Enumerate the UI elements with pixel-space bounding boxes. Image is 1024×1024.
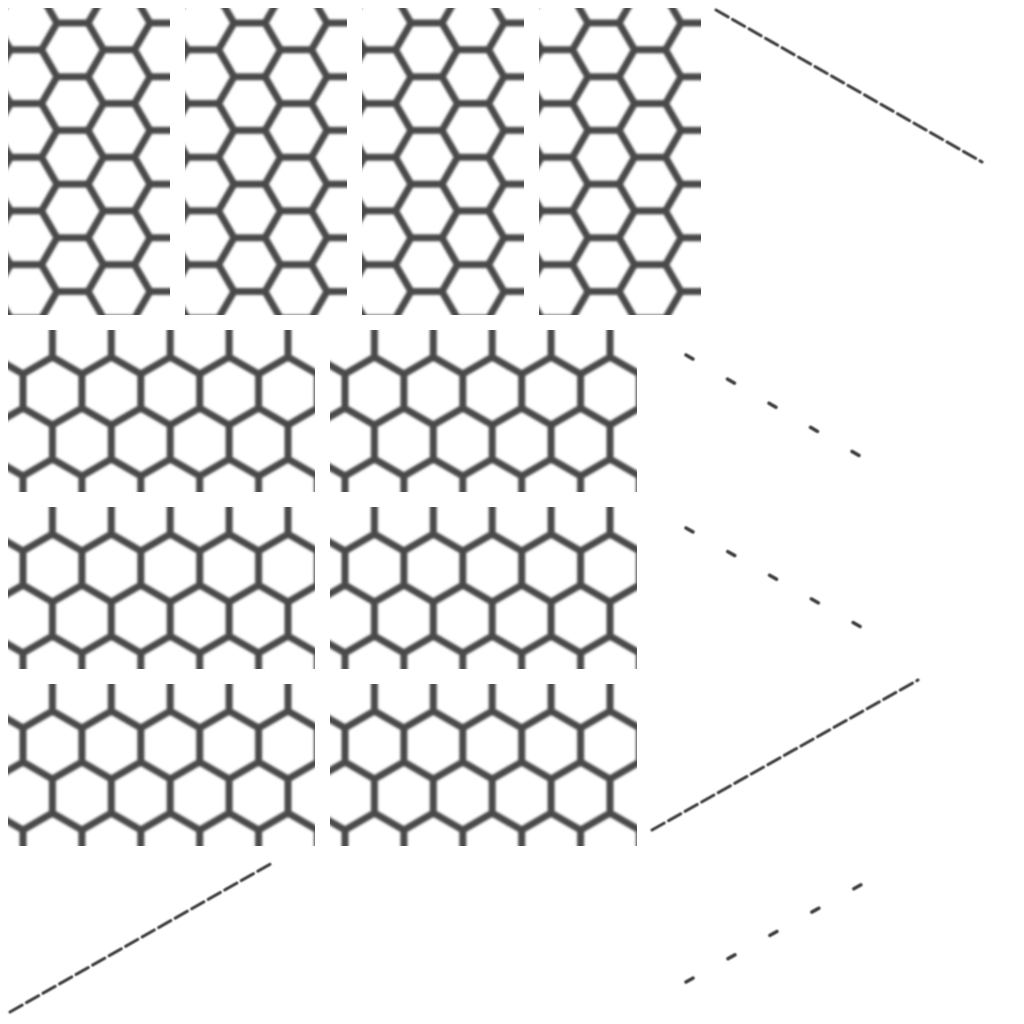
honeycomb-panel-row3-right — [330, 684, 637, 846]
perspective-line-row1 — [684, 353, 886, 472]
perspective-lines — [8, 8, 984, 1014]
perspective-line-top — [714, 8, 984, 164]
panel-group — [8, 8, 701, 846]
honeycomb-panel-row1-left — [8, 330, 315, 492]
honeycomb-panel-row3-left — [8, 684, 315, 846]
honeycomb-panel-top-1 — [8, 8, 170, 315]
perspective-line-row3 — [650, 678, 920, 832]
honeycomb-panel-top-4 — [539, 8, 701, 315]
honeycomb-panel-row2-left — [8, 507, 315, 669]
edge-on-tiles — [934, 185, 991, 990]
honeycomb-panel-top-2 — [185, 8, 347, 315]
perspective-line-bottom-left — [8, 860, 276, 1014]
honeycomb-panel-row2-right — [330, 507, 637, 669]
honeycomb-panel-row1-right — [330, 330, 637, 492]
perspective-line-bottom-right — [684, 870, 886, 984]
honeycomb-panel-top-3 — [362, 8, 524, 315]
perspective-line-row2 — [684, 526, 886, 642]
